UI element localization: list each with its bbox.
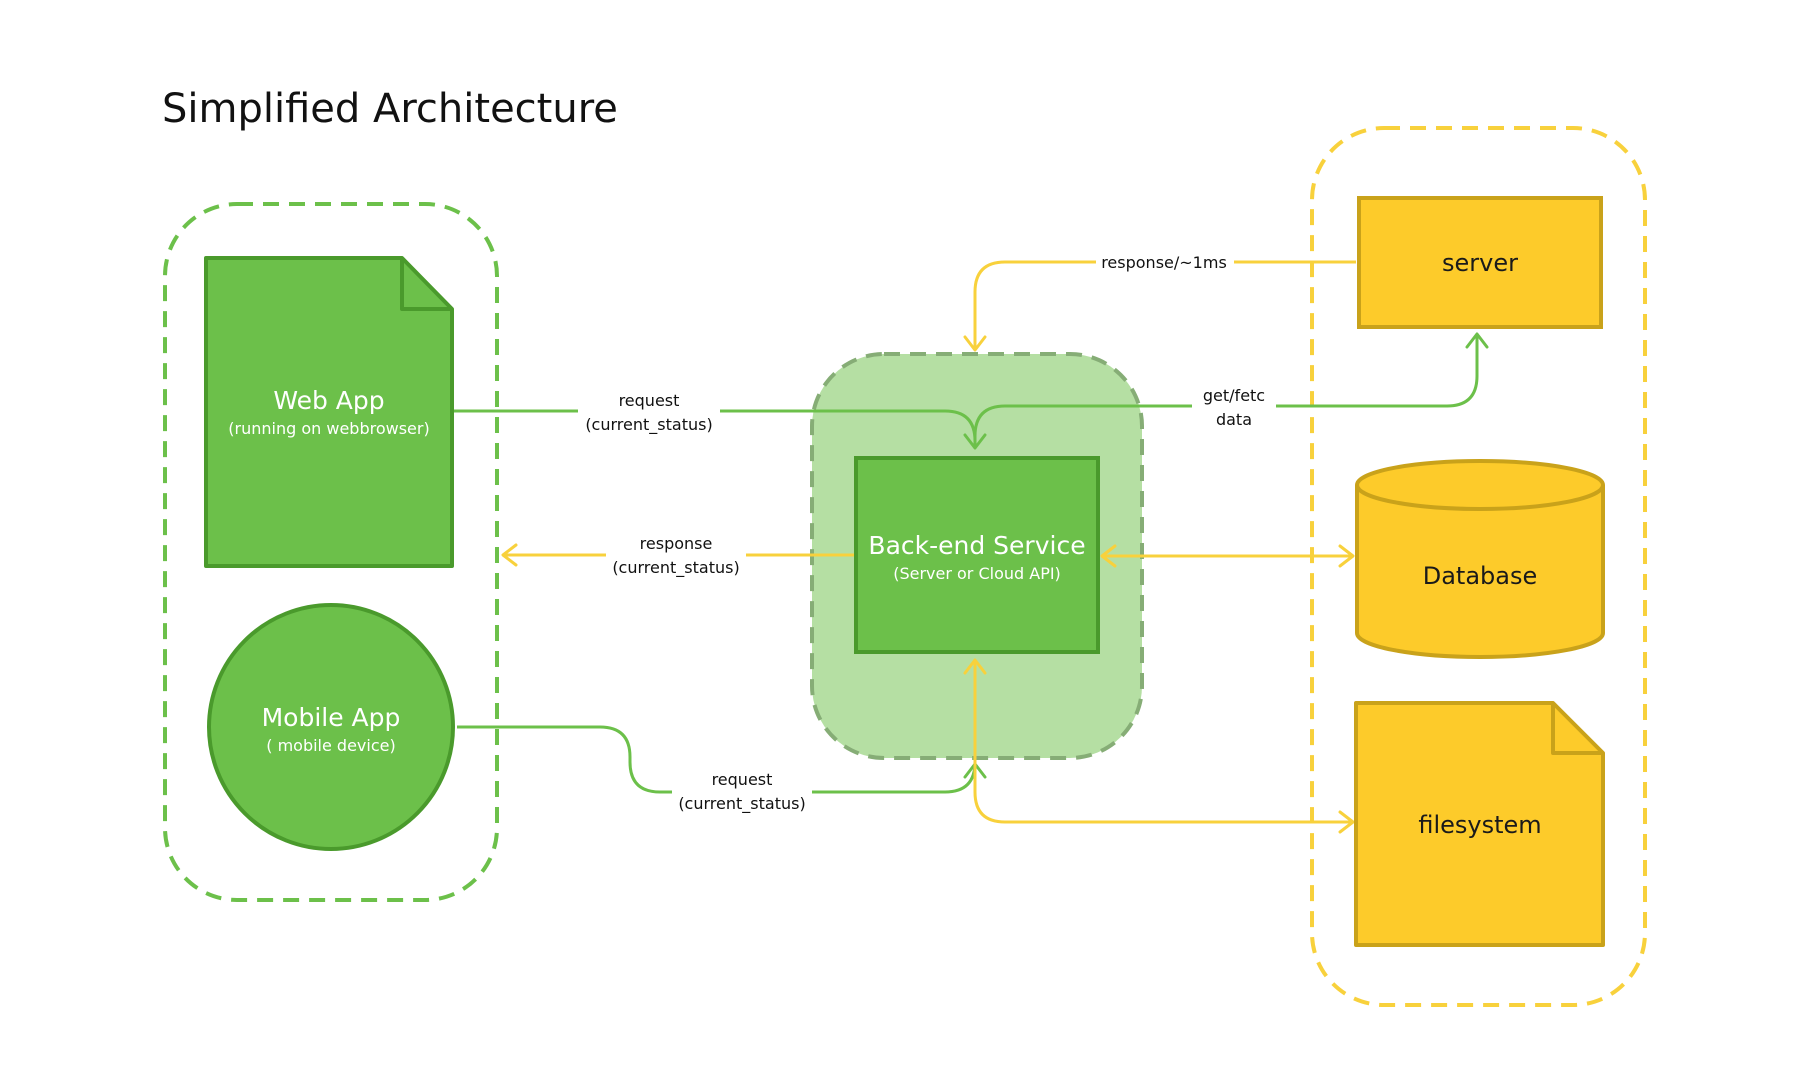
database-title: Database — [1423, 562, 1538, 590]
backend-service-title: Back-end Service — [868, 531, 1085, 560]
database-top — [1355, 459, 1605, 511]
filesystem-node[interactable] — [1354, 701, 1605, 947]
filesystem-fold — [1551, 703, 1603, 755]
edge-label-bg — [606, 530, 746, 580]
web-app-node[interactable] — [204, 256, 454, 568]
edge-label-bg — [578, 386, 720, 436]
edge-label-web-request-line1: request — [619, 391, 680, 410]
edge-backend-filesystem — [973, 660, 1353, 824]
arrowhead-response — [501, 543, 518, 567]
server-node[interactable] — [1357, 196, 1603, 329]
arrowhead-server-response — [963, 335, 987, 352]
edge-label-bg — [1096, 248, 1234, 276]
edge-label-mobile-request-line1: request — [712, 770, 773, 789]
page-title: Simplified Architecture — [162, 86, 618, 132]
edge-server-response — [973, 260, 1356, 350]
arrowhead-filesystem-to-backend — [963, 658, 987, 675]
mobile-app-node[interactable] — [207, 603, 455, 851]
edge-label-mobile-request-line2: (current_status) — [678, 794, 805, 814]
edge-label-response-line1: response — [640, 534, 713, 553]
database-node[interactable] — [1355, 485, 1605, 659]
arrowhead-backend-to-filesystem — [1338, 810, 1355, 834]
arrowhead-get-fetch — [1465, 332, 1489, 349]
mobile-app-title: Mobile App — [262, 703, 401, 732]
edge-label-get-fetch-line1: get/fetc — [1203, 386, 1265, 405]
web-app-fold — [400, 258, 452, 311]
backend-service-node[interactable] — [854, 456, 1100, 654]
web-app-subtitle: (running on webbrowser) — [228, 419, 429, 438]
edge-label-server-response: response/~1ms — [1101, 253, 1227, 272]
mobile-app-subtitle: ( mobile device) — [266, 736, 395, 755]
edge-mobile-request — [457, 725, 977, 794]
edge-label-response-line2: (current_status) — [612, 558, 739, 578]
server-title: server — [1442, 249, 1518, 277]
arrowhead-backend-to-database — [1338, 544, 1355, 568]
backend-service-subtitle: (Server or Cloud API) — [893, 564, 1061, 583]
client-group-boundary — [163, 202, 499, 902]
edge-label-bg — [672, 767, 812, 817]
edge-label-web-request-line2: (current_status) — [585, 415, 712, 435]
arrowhead-database-to-backend — [1100, 544, 1117, 568]
web-app-title: Web App — [273, 386, 384, 415]
edge-label-bg — [1192, 382, 1276, 432]
edge-label-get-fetch-line2: data — [1216, 410, 1252, 429]
filesystem-title: filesystem — [1418, 811, 1541, 839]
